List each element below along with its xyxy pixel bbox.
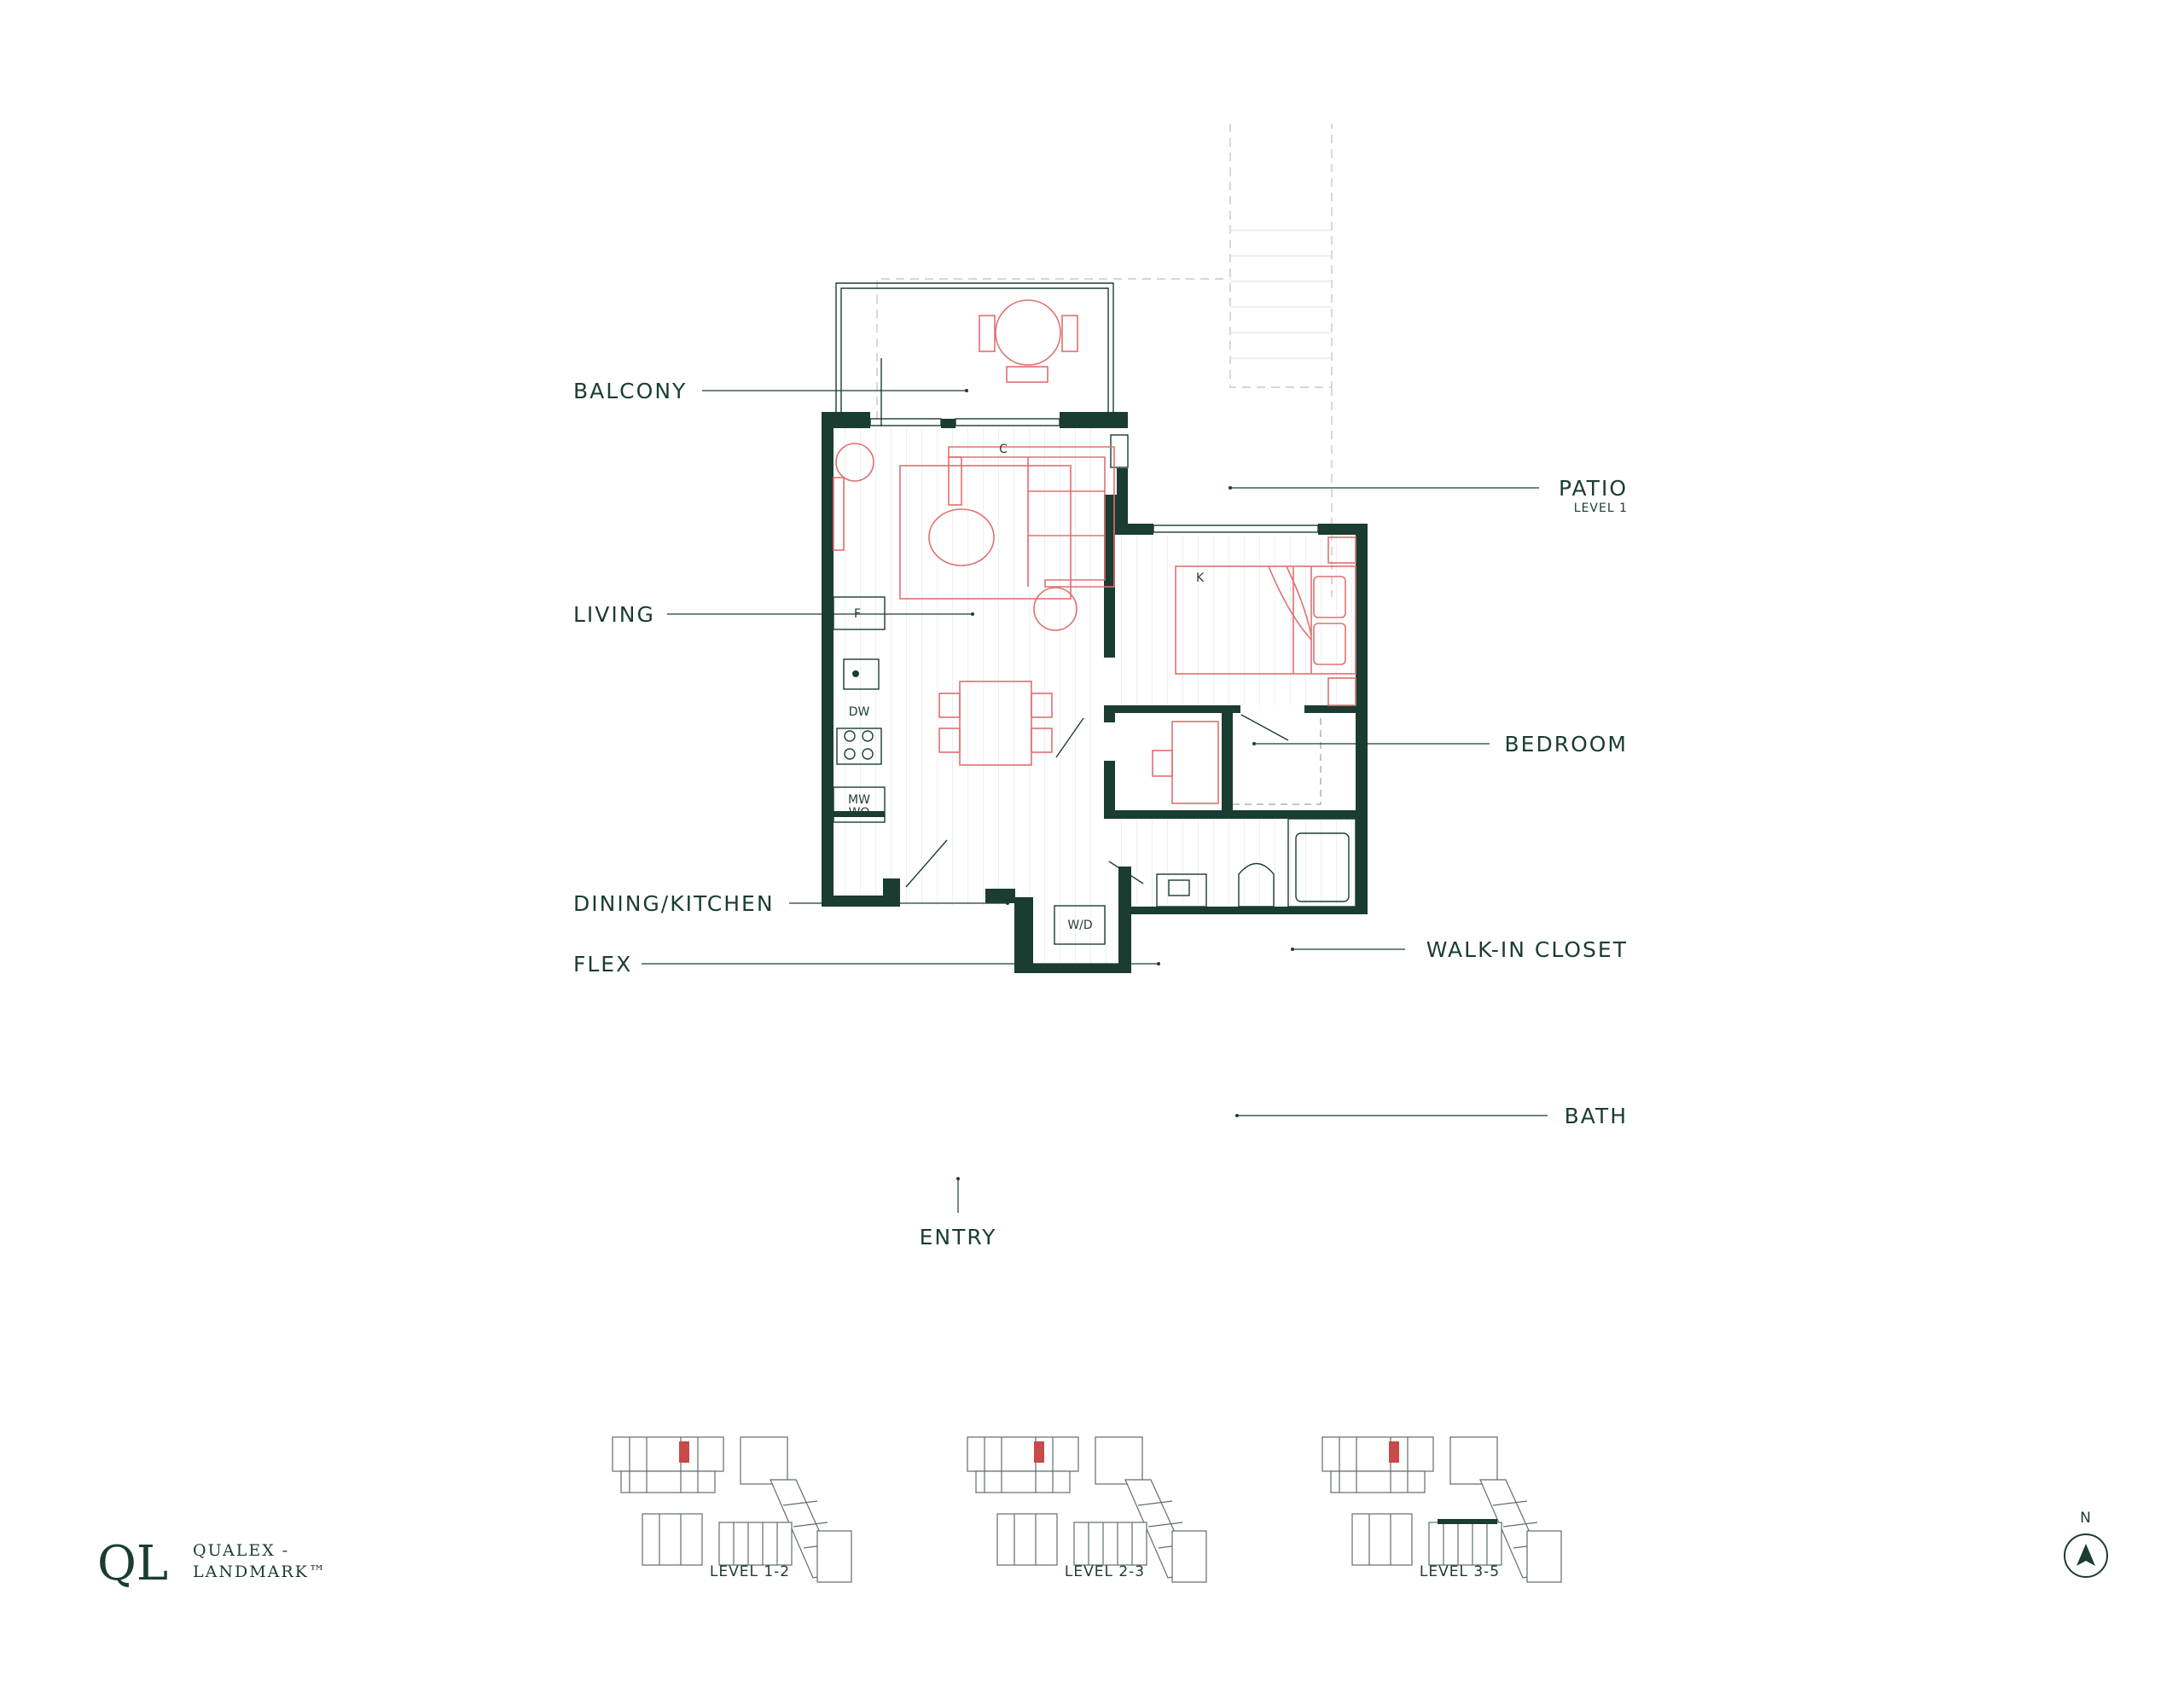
room-label-entry: ENTRY <box>920 1225 997 1249</box>
north-arrow-icon: N <box>2064 1510 2108 1578</box>
keyplan-level-2-3 <box>967 1436 1207 1583</box>
compass-label: N <box>2080 1510 2092 1527</box>
logo-line-1: QUALEX - <box>193 1541 289 1560</box>
room-label-patio: PATIO <box>1559 476 1628 501</box>
keyplan-label: LEVEL 1-2 <box>710 1563 790 1580</box>
plant-icon <box>835 443 874 482</box>
room-label-living: LIVING <box>573 602 655 627</box>
logo-mark: QL <box>97 1536 168 1591</box>
balcony-area <box>835 282 1114 426</box>
room-label-bedroom: BEDROOM <box>1505 732 1629 757</box>
bed-size-label: K <box>1196 571 1205 585</box>
qualex-landmark-logo: QL QUALEX - LANDMARK™ <box>97 1536 327 1591</box>
wall-oven-label: WO <box>849 806 870 820</box>
living-furniture <box>833 443 1115 766</box>
keyplan-label: LEVEL 2-3 <box>1065 1563 1145 1580</box>
leader-lines <box>642 389 1548 1213</box>
room-label-dining-kitchen: DINING/KITCHEN <box>573 891 775 916</box>
keyplan-label: LEVEL 3-5 <box>1420 1563 1500 1580</box>
walls <box>822 412 1368 973</box>
keyplan-level-1-2 <box>612 1436 852 1583</box>
room-label-flex: FLEX <box>573 952 632 977</box>
washer-dryer-label: W/D <box>1067 919 1092 932</box>
dishwasher-label: DW <box>849 705 870 719</box>
room-label-walk-in-closet: WALK-IN CLOSET <box>1426 937 1628 962</box>
room-label-bath: BATH <box>1565 1104 1628 1128</box>
patio-level-label: LEVEL 1 <box>1574 501 1628 515</box>
closet-label: C <box>999 443 1008 456</box>
windows <box>869 418 1319 533</box>
fixtures <box>833 596 1356 945</box>
keyplan-level-3-5 <box>1321 1436 1562 1583</box>
room-label-balcony: BALCONY <box>573 379 687 403</box>
logo-line-2: LANDMARK™ <box>193 1562 327 1581</box>
microwave-label: MW <box>848 793 870 807</box>
